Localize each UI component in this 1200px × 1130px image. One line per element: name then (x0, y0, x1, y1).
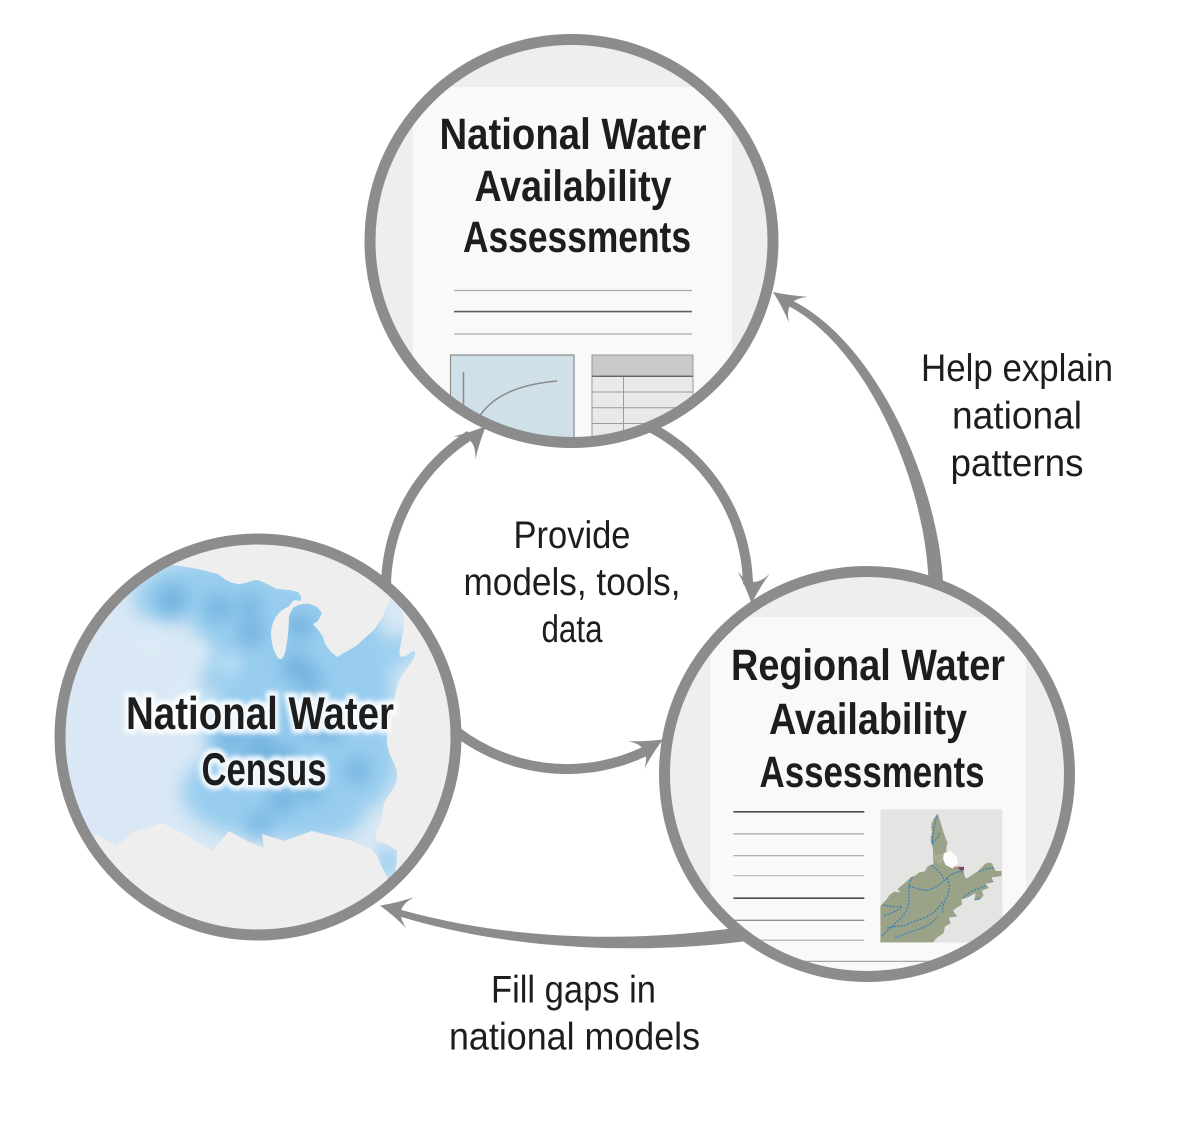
svg-text:National Water: National Water (126, 687, 394, 739)
svg-text:Availability: Availability (769, 695, 967, 744)
svg-text:Assessments: Assessments (463, 213, 691, 262)
svg-text:Availability: Availability (475, 162, 672, 211)
svg-text:Census: Census (202, 743, 327, 795)
svg-text:Regional Water: Regional Water (731, 641, 1005, 690)
svg-text:Fill gaps in: Fill gaps in (491, 969, 656, 1012)
svg-text:data: data (542, 608, 603, 651)
svg-text:Assessments: Assessments (760, 748, 985, 797)
svg-text:models, tools,: models, tools, (464, 561, 681, 604)
svg-text:National Water: National Water (126, 687, 394, 739)
svg-text:patterns: patterns (951, 442, 1084, 485)
svg-text:national models: national models (449, 1015, 700, 1058)
svg-text:Help explain: Help explain (921, 347, 1113, 390)
svg-text:Provide: Provide (514, 514, 631, 557)
svg-text:National Water: National Water (440, 110, 707, 159)
svg-text:Census: Census (202, 743, 327, 795)
svg-text:national: national (952, 395, 1082, 438)
